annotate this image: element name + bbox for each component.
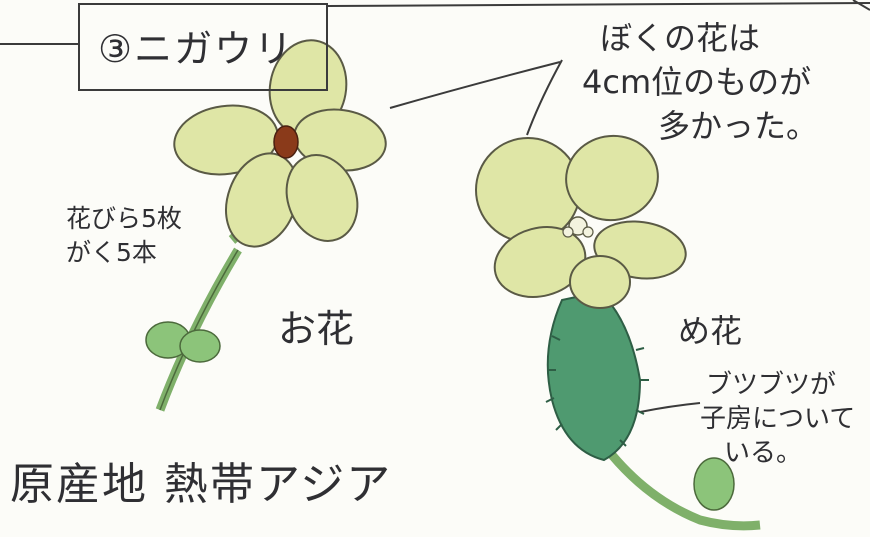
female-bract: [693, 457, 735, 511]
pointer-line-female: [526, 59, 563, 136]
flower-size-note: ぼくの花は 4cm位のものが 多かった。: [582, 16, 819, 148]
ovary-bumps: [545, 335, 649, 447]
title-text: ③ニガウリ: [98, 27, 295, 71]
female-petal-bottom: [569, 255, 631, 309]
frame-corner: [852, 0, 870, 11]
stigma: [568, 216, 588, 236]
male-flower-drawing: [145, 39, 387, 412]
ovary-bumps-note: ブツブツが 子房について いる。: [700, 368, 855, 470]
female-flower-label: め花: [678, 312, 743, 350]
ovary-bumps-note-line: 子房について: [700, 404, 856, 434]
female-petal-bottom-left: [493, 226, 587, 298]
male-petal-bottom-right: [285, 154, 359, 242]
title-box: [78, 3, 328, 91]
female-flower-drawing: [475, 134, 761, 531]
petal-count-note: 花びら5枚 がく5本: [66, 202, 182, 270]
stigma-lobe: [562, 226, 574, 238]
female-petal-top-right: [565, 134, 659, 222]
ovary-bumps-note-line: いる。: [724, 438, 803, 468]
female-stem: [608, 452, 761, 531]
flower-size-note-line: ぼくの花は: [600, 19, 761, 57]
male-bract-right: [179, 329, 221, 363]
flower-size-note-line: 多かった。: [658, 107, 819, 145]
frame-line-top: [327, 2, 870, 7]
pointer-line-male: [389, 61, 561, 109]
ovary-bumps-note-line: ブツブツが: [706, 370, 837, 400]
ovary: [546, 290, 642, 462]
pointer-line-bumps: [639, 402, 701, 413]
stigma-lobe: [582, 226, 594, 238]
petal-count-note-line: 花びら5枚: [66, 204, 182, 233]
male-flower-label: お花: [278, 307, 355, 351]
petal-count-note-line: がく5本: [66, 238, 157, 267]
male-stamen: [273, 125, 299, 159]
female-petal-top-left: [475, 137, 581, 243]
flower-size-note-line: 4cm位のものが: [582, 63, 812, 101]
origin-text: 原産地 熱帯アジア: [10, 459, 393, 510]
